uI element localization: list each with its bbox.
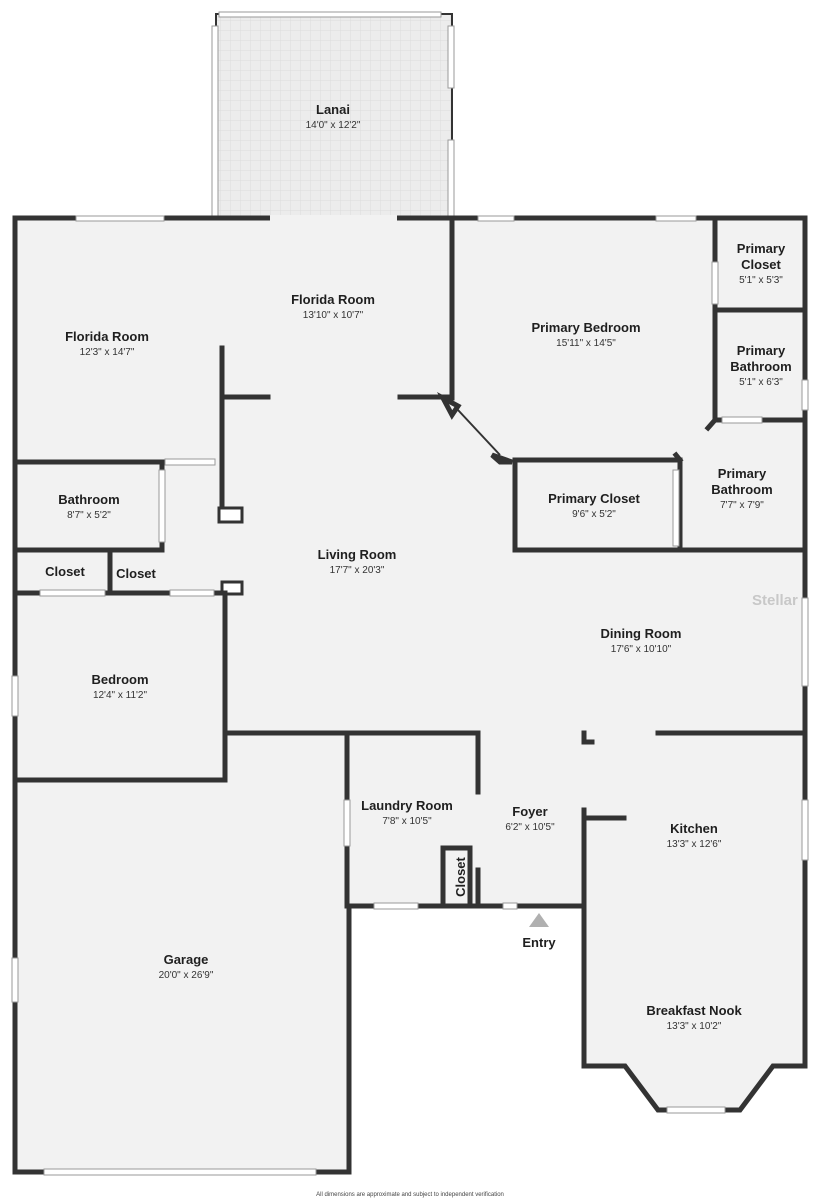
floor-area bbox=[15, 14, 805, 1172]
opening bbox=[164, 458, 216, 466]
room-labels: Lanai 14'0" x 12'2" Florida Room 12'3" x… bbox=[45, 102, 792, 1032]
opening bbox=[169, 589, 215, 597]
bathroom-dim: 8'7" x 5'2" bbox=[67, 510, 111, 521]
florida-room-center-dim: 13'10" x 10'7" bbox=[303, 310, 364, 321]
lanai-screen bbox=[211, 11, 455, 218]
foyer-name: Foyer bbox=[512, 804, 547, 819]
window bbox=[11, 957, 19, 1003]
closet-laundry-name: Closet bbox=[453, 856, 468, 896]
primary-closet-top-name-1: Primary bbox=[737, 241, 786, 256]
laundry-room-dim: 7'8" x 10'5" bbox=[382, 816, 432, 827]
entry-label: Entry bbox=[522, 935, 556, 950]
interior-walls bbox=[12, 215, 808, 909]
primary-bathroom-small-dim: 5'1" x 6'3" bbox=[739, 377, 783, 388]
kitchen-name: Kitchen bbox=[670, 821, 718, 836]
breakfast-nook-name: Breakfast Nook bbox=[646, 1003, 742, 1018]
lanai-screen-right-upper bbox=[447, 25, 455, 89]
primary-closet-top-name-2: Closet bbox=[741, 257, 781, 272]
primary-bedroom-name: Primary Bedroom bbox=[531, 320, 640, 335]
bedroom-dim: 12'4" x 11'2" bbox=[93, 690, 148, 701]
window bbox=[477, 215, 515, 222]
primary-bathroom-small-name-2: Bathroom bbox=[730, 359, 791, 374]
kitchen-dim: 13'3" x 12'6" bbox=[667, 839, 722, 850]
watermark: Stellar bbox=[752, 592, 798, 609]
opening bbox=[721, 416, 763, 424]
fireplace-upper bbox=[217, 506, 244, 524]
entry-arrow-icon bbox=[529, 913, 549, 927]
dining-room-name: Dining Room bbox=[601, 626, 682, 641]
garage-name: Garage bbox=[164, 952, 209, 967]
opening bbox=[158, 469, 166, 543]
primary-closet-name: Primary Closet bbox=[548, 491, 640, 506]
primary-bathroom-dim: 7'7" x 7'9" bbox=[720, 500, 764, 511]
window bbox=[75, 215, 165, 222]
house-floor bbox=[15, 218, 805, 1172]
garage-door bbox=[43, 1168, 317, 1176]
window bbox=[502, 902, 518, 910]
primary-closet-dim: 9'6" x 5'2" bbox=[572, 509, 616, 520]
florida-room-left-dim: 12'3" x 14'7" bbox=[80, 347, 135, 358]
living-room-name: Living Room bbox=[318, 547, 397, 562]
lanai-screen-left bbox=[211, 25, 219, 217]
lanai-screen-top bbox=[218, 11, 442, 18]
primary-closet-top-dim: 5'1" x 5'3" bbox=[739, 275, 783, 286]
dining-room-dim: 17'6" x 10'10" bbox=[611, 644, 672, 655]
window bbox=[801, 799, 809, 861]
lanai-dim: 14'0" x 12'2" bbox=[306, 120, 361, 131]
laundry-room-name: Laundry Room bbox=[361, 798, 453, 813]
opening bbox=[672, 469, 680, 547]
window bbox=[666, 1106, 726, 1114]
primary-bedroom-dim: 15'11" x 14'5" bbox=[556, 338, 616, 349]
breakfast-nook-dim: 13'3" x 10'2" bbox=[667, 1021, 722, 1032]
primary-bathroom-small-name-1: Primary bbox=[737, 343, 786, 358]
primary-bathroom-name-1: Primary bbox=[718, 466, 767, 481]
florida-room-center-name: Florida Room bbox=[291, 292, 375, 307]
window bbox=[11, 675, 19, 717]
opening bbox=[343, 799, 351, 847]
opening bbox=[711, 261, 719, 305]
primary-bathroom-name-2: Bathroom bbox=[711, 482, 772, 497]
windows bbox=[11, 215, 809, 1176]
window bbox=[373, 902, 419, 910]
opening bbox=[39, 589, 106, 597]
florida-room-left-name: Florida Room bbox=[65, 329, 149, 344]
garage-dim: 20'0" x 26'9" bbox=[159, 970, 214, 981]
lanai-floor bbox=[216, 14, 452, 218]
window bbox=[801, 379, 809, 411]
closet-right-name: Closet bbox=[116, 566, 156, 581]
closet-left-name: Closet bbox=[45, 564, 85, 579]
lanai-screen-right-lower bbox=[447, 139, 455, 217]
window bbox=[655, 215, 697, 222]
bedroom-name: Bedroom bbox=[91, 672, 148, 687]
foyer-dim: 6'2" x 10'5" bbox=[505, 822, 555, 833]
lanai-opening bbox=[270, 215, 397, 221]
window bbox=[801, 597, 809, 687]
disclaimer-footer: All dimensions are approximate and subje… bbox=[316, 1192, 504, 1198]
lanai-name: Lanai bbox=[316, 102, 350, 117]
bathroom-name: Bathroom bbox=[58, 492, 119, 507]
living-room-dim: 17'7" x 20'3" bbox=[330, 565, 385, 576]
